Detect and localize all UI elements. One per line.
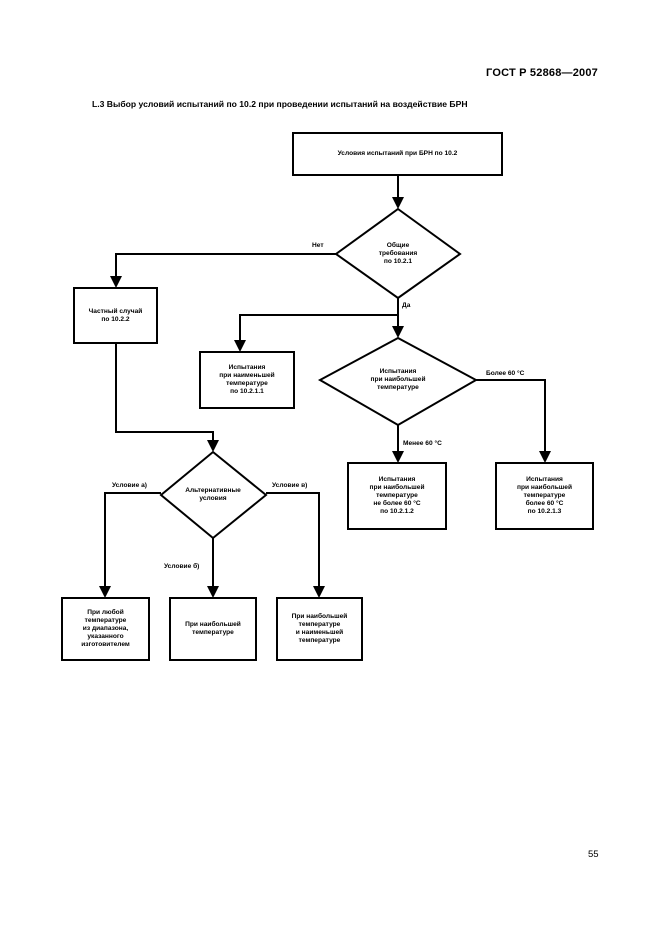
connector-no xyxy=(110,253,336,288)
decision-general-text: Общие требования по 10.2.1 xyxy=(378,242,418,265)
section-title: L.3 Выбор условий испытаний по 10.2 при … xyxy=(92,99,468,109)
standard-header: ГОСТ Р 52868—2007 xyxy=(486,67,598,79)
connector-particular-alt xyxy=(115,344,219,452)
edge-label-cond-v: Условие в) xyxy=(272,482,308,489)
decision-alt-text: Альтернативные условия xyxy=(185,487,241,502)
decision-alt-shape xyxy=(159,450,268,540)
decision-highest-text: Испытания при наибольшей температуре xyxy=(370,368,426,391)
result-both-temperatures-box: При наибольшей температуре и наименьшей … xyxy=(276,597,363,661)
particular-case-box: Частный случай по 10.2.2 xyxy=(73,287,158,344)
connector-more60 xyxy=(476,379,551,463)
page-number: 55 xyxy=(588,849,599,860)
connector-cond-v xyxy=(266,492,325,598)
connector-to-lowest xyxy=(234,314,398,352)
decision-highest-shape xyxy=(317,336,479,427)
connector-cond-a xyxy=(99,492,161,598)
start-box: Условия испытаний при БРН по 10.2 xyxy=(292,132,503,176)
decision-general-shape xyxy=(334,207,462,300)
result-highest-temperature-box: При наибольшей температуре xyxy=(169,597,257,661)
edge-label-cond-b: Условие б) xyxy=(164,563,200,570)
edge-label-no: Нет xyxy=(312,242,324,249)
result-any-temperature-box: При любой температуре из диапазона, указ… xyxy=(61,597,150,661)
edge-label-less60: Менее 60 °С xyxy=(403,440,442,447)
edge-label-cond-a: Условие а) xyxy=(112,482,147,489)
edge-label-more60: Более 60 °С xyxy=(486,370,525,377)
test-lowest-box: Испытания при наименьшей температуре по … xyxy=(199,351,295,409)
test-highest-over60-box: Испытания при наибольшей температуре бол… xyxy=(495,462,594,530)
test-highest-max60-box: Испытания при наибольшей температуре не … xyxy=(347,462,447,530)
edge-label-yes: Да xyxy=(402,302,411,309)
